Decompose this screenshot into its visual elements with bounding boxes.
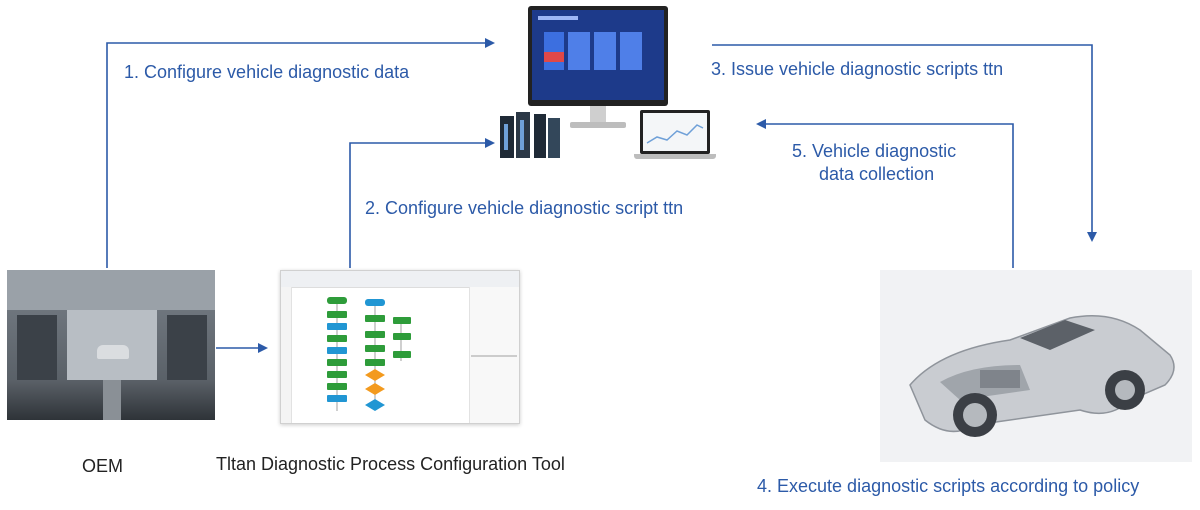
- step5-label-line2: data collection: [819, 164, 935, 184]
- monitor-image: [528, 6, 668, 136]
- oem-caption: OEM: [82, 456, 124, 476]
- oem-factory-image: [7, 270, 215, 420]
- step1-label: 1. Configure vehicle diagnostic data: [124, 62, 410, 82]
- car-image: [880, 270, 1192, 462]
- step2-label: 2. Configure vehicle diagnostic script t…: [365, 198, 684, 218]
- tool-caption: Tltan Diagnostic Process Configuration T…: [216, 454, 565, 474]
- arrow-step5: [756, 119, 1014, 268]
- step4-label: 4. Execute diagnostic scripts according …: [757, 476, 1140, 496]
- arrow-step2: [349, 138, 495, 268]
- step3-label: 3. Issue vehicle diagnostic scripts ttn: [711, 59, 1004, 79]
- server-rack-image: [500, 112, 560, 162]
- config-tool-screenshot: [280, 270, 520, 424]
- laptop-image: [634, 110, 716, 162]
- arrow-step3: [712, 44, 1097, 242]
- step5-label-line1: 5. Vehicle diagnostic: [792, 141, 957, 161]
- arrow-step1: [106, 38, 495, 268]
